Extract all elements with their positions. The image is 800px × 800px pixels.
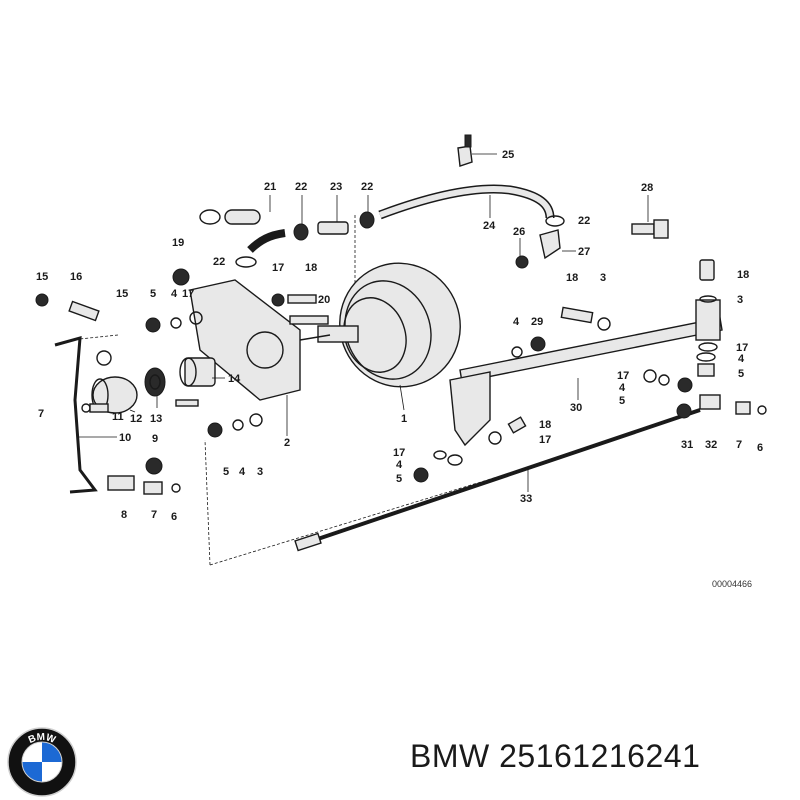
callout-13: 13 [150,413,162,425]
callout-4: 4 [738,353,745,365]
callout-4: 4 [619,382,626,394]
callout-3: 3 [600,272,606,284]
callout-5: 5 [738,368,744,380]
callout-17: 17 [617,370,629,382]
part-23-connector [317,195,349,235]
callout-25: 25 [502,149,514,161]
callout-4: 4 [239,466,246,478]
clamps-22 [235,195,565,268]
part-33-throttle-cable [294,408,701,552]
callout-4: 4 [171,288,178,300]
callout-20: 20 [318,294,330,306]
fasteners [35,259,767,495]
logo-lettering: BMW [27,732,58,746]
diagram-reference-code: 00004466 [712,579,753,589]
callout-15: 15 [36,271,48,283]
callout-4: 4 [513,316,520,328]
part-14-bushing [179,357,225,387]
logo-quadrant-blue [42,742,62,762]
part-1-brake-booster [299,262,461,411]
callout-4: 4 [396,459,403,471]
callout-30: 30 [570,402,582,414]
callout-5: 5 [619,395,625,407]
part-13-gear [144,367,166,408]
part-24-vacuum-hose [378,184,555,220]
callout-19: 19 [172,237,184,249]
part-28-stud [631,195,669,239]
callout-15: 15 [116,288,128,300]
callout-5: 5 [396,473,402,485]
part-27-check-valve [515,229,576,269]
callout-17: 17 [393,447,405,459]
callout-14: 14 [228,373,241,385]
callout-1: 1 [401,413,407,425]
callout-17: 17 [182,288,194,300]
callout-7: 7 [38,408,44,420]
callout-11: 11 [112,411,124,423]
callout-29: 29 [531,316,543,328]
logo-quadrant-blue [22,762,42,782]
part-2-pedal-bracket [189,279,301,436]
callout-3: 3 [257,466,263,478]
callout-17: 17 [539,434,551,446]
part-30-support-rail [449,299,723,447]
callout-7: 7 [151,509,157,521]
callout-6: 6 [757,442,763,454]
callout-2: 2 [284,437,290,449]
callout-labels: 25 21 22 23 22 24 22 28 26 27 22 19 15 1… [36,149,763,523]
callout-18: 18 [305,262,317,274]
callout-24: 24 [483,220,496,232]
callout-21: 21 [264,181,276,193]
callout-12: 12 [130,413,142,425]
assembly-outline [69,215,521,566]
callout-5: 5 [223,466,229,478]
part-25-clip [457,134,497,167]
callout-31: 31 [681,439,693,451]
callout-27: 27 [578,246,590,258]
callout-32: 32 [705,439,717,451]
part-number: 25161216241 [499,738,701,774]
callout-28: 28 [641,182,653,194]
part-10-pedal-lever [54,335,117,494]
callout-10: 10 [119,432,131,444]
callout-33: 33 [520,493,532,505]
callout-7: 7 [736,439,742,451]
callout-22: 22 [361,181,373,193]
callout-22: 22 [295,181,307,193]
callout-18: 18 [539,419,551,431]
callout-18: 18 [566,272,578,284]
callout-9: 9 [152,433,158,445]
callout-6: 6 [171,511,177,523]
callout-17: 17 [272,262,284,274]
callout-18: 18 [737,269,749,281]
bmw-logo-icon: BMW [7,727,77,797]
callout-22: 22 [578,215,590,227]
footer-part-label: BMW 25161216241 [410,738,700,775]
brand-name: BMW [410,738,490,774]
part-21-hose [199,195,286,253]
callout-3: 3 [737,294,743,306]
callout-16: 16 [70,271,82,283]
callout-17: 17 [736,342,748,354]
callout-22: 22 [213,256,225,268]
callout-5: 5 [150,288,156,300]
callout-8: 8 [121,509,127,521]
callout-26: 26 [513,226,525,238]
callout-23: 23 [330,181,342,193]
